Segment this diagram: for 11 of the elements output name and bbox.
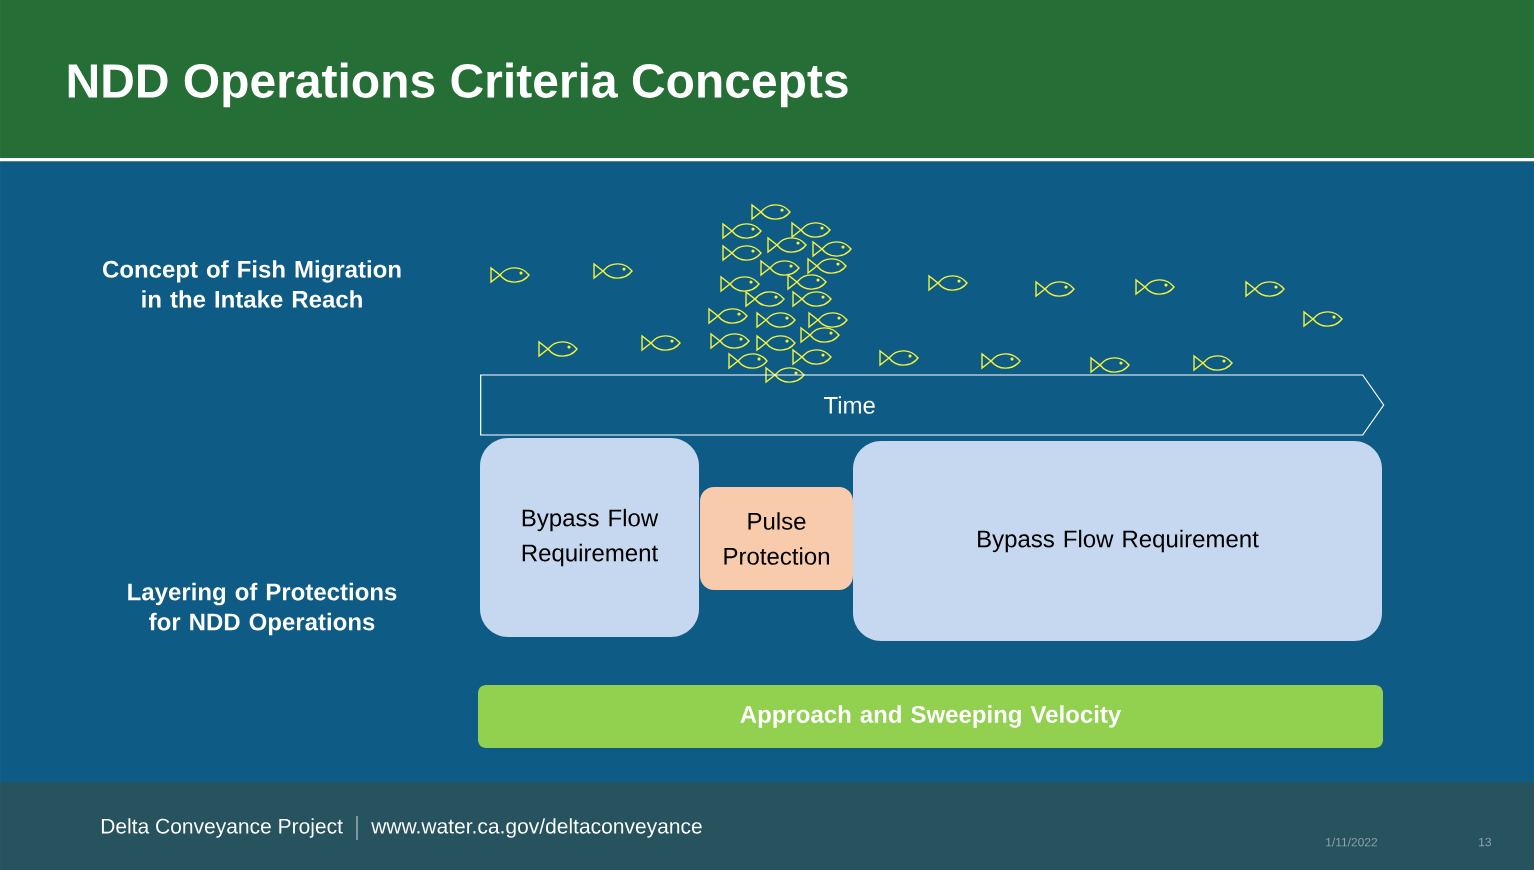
- web-address: www.water.ca.gov/deltaconveyance: [371, 818, 702, 838]
- row-label: Layering of Protections for NDD Operations: [128, 582, 397, 636]
- protection-box: Pulse Protection: [700, 487, 853, 590]
- title: NDD Operations Criteria Concepts: [68, 62, 848, 108]
- row-label: Concept of Fish Migration in the Intake Reach: [103, 260, 401, 308]
- requirement-box: Bypass Flow Requirement: [853, 441, 1382, 641]
- page-number: 13: [1479, 837, 1491, 847]
- requirement-box: Bypass Flow Requirement: [480, 438, 699, 637]
- footer-text: Delta Conveyance Project: [101, 818, 343, 838]
- date-text: 1/11/2022: [1326, 837, 1378, 847]
- velocity-bar: Approach and Sweeping Velocity: [478, 685, 1383, 748]
